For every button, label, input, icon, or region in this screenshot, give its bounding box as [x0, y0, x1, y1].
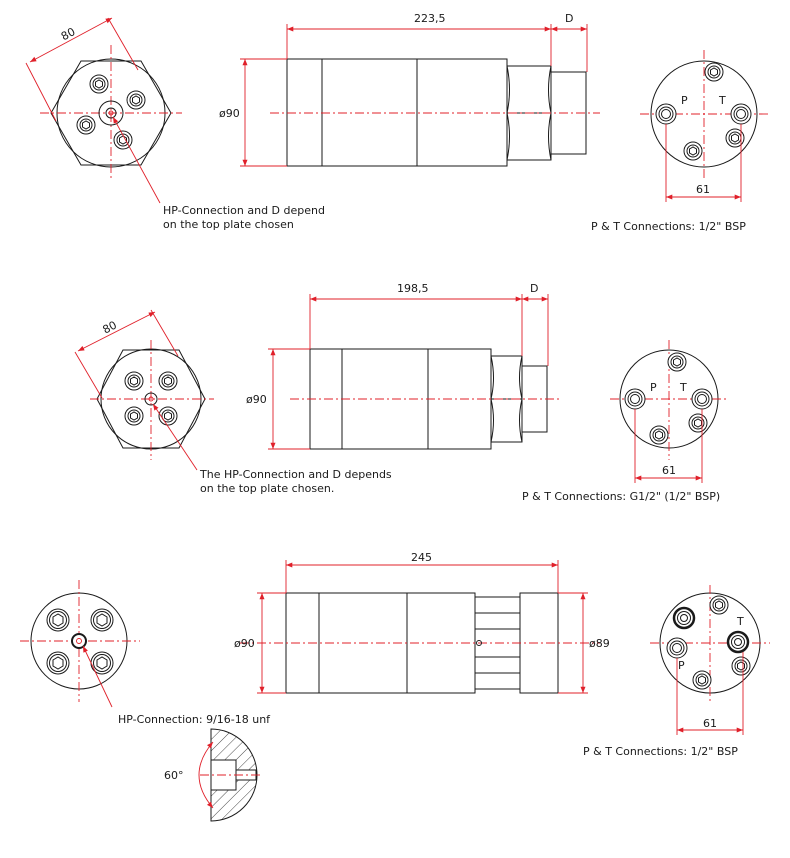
row2-note-line1: The HP-Connection and D depends — [199, 468, 392, 481]
row2-pt-note: P & T Connections: G1/2" (1/2" BSP) — [522, 490, 720, 503]
row3-bolt-dim: 61 — [703, 717, 717, 730]
row1-bolt-dim: 61 — [696, 183, 710, 196]
row3-top-plate-view — [650, 585, 770, 735]
row2-p-label: P — [650, 381, 657, 394]
row2-bolt-dim: 61 — [662, 464, 676, 477]
row3-dia-dim2: ø89 — [589, 637, 610, 650]
row3-section-view — [198, 728, 262, 822]
row2-side-view — [268, 294, 560, 450]
row3-dia-dim: ø90 — [234, 637, 255, 650]
row3-side-view — [240, 560, 600, 694]
row2-end-view — [74, 309, 214, 471]
row1-end-view — [25, 17, 182, 204]
row2-hex-dim: 80 — [101, 319, 119, 337]
row1-hex-dim: 80 — [59, 25, 77, 43]
row2-note-line2: on the top plate chosen. — [200, 482, 334, 495]
row1-side-view — [240, 24, 600, 167]
row2-d-label: D — [530, 282, 538, 295]
row1-top-plate-view — [640, 50, 768, 202]
row2-dia-dim: ø90 — [246, 393, 267, 406]
row3-note-line1: HP-Connection: 9/16-18 unf — [118, 713, 271, 726]
row1-length-dim: 223,5 — [414, 12, 446, 25]
row2-t-label: T — [679, 381, 687, 394]
row1-p-label: P — [681, 94, 688, 107]
row1-d-label: D — [565, 12, 573, 25]
row1-dia-dim: ø90 — [219, 107, 240, 120]
row1-note-line2: on the top plate chosen — [163, 218, 294, 231]
row1-pt-note: P & T Connections: 1/2" BSP — [591, 220, 746, 233]
row3-angle-dim: 60° — [164, 769, 184, 782]
row3-p-label: P — [678, 659, 685, 672]
row2-top-plate-view — [610, 340, 728, 483]
row1-t-label: T — [718, 94, 726, 107]
row3-pt-note: P & T Connections: 1/2" BSP — [583, 745, 738, 758]
row3-end-view — [20, 580, 140, 708]
row3-length-dim: 245 — [411, 551, 432, 564]
row2-length-dim: 198,5 — [397, 282, 429, 295]
row1-note-line1: HP-Connection and D depend — [163, 204, 325, 217]
row3-t-label: T — [736, 615, 744, 628]
